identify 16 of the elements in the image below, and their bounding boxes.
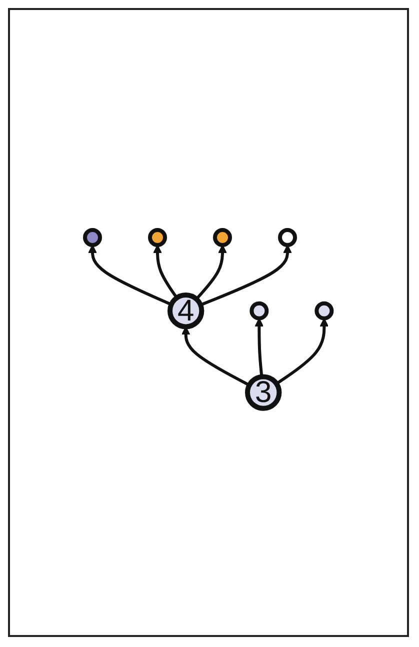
arrow <box>200 244 292 306</box>
frame-border: 4 3 <box>8 8 409 637</box>
arrow <box>182 326 250 386</box>
arrow <box>88 244 172 306</box>
node-circle <box>148 228 168 247</box>
node-circle <box>245 374 282 411</box>
node-circle <box>83 228 102 247</box>
arrow <box>276 318 329 385</box>
arrow <box>254 318 264 377</box>
node-circle <box>278 228 298 247</box>
arrow <box>195 244 228 300</box>
arrow <box>153 244 178 299</box>
node-circle <box>314 301 334 320</box>
node-circle <box>168 292 204 330</box>
node-circle <box>213 228 232 247</box>
node-circle <box>250 301 269 320</box>
